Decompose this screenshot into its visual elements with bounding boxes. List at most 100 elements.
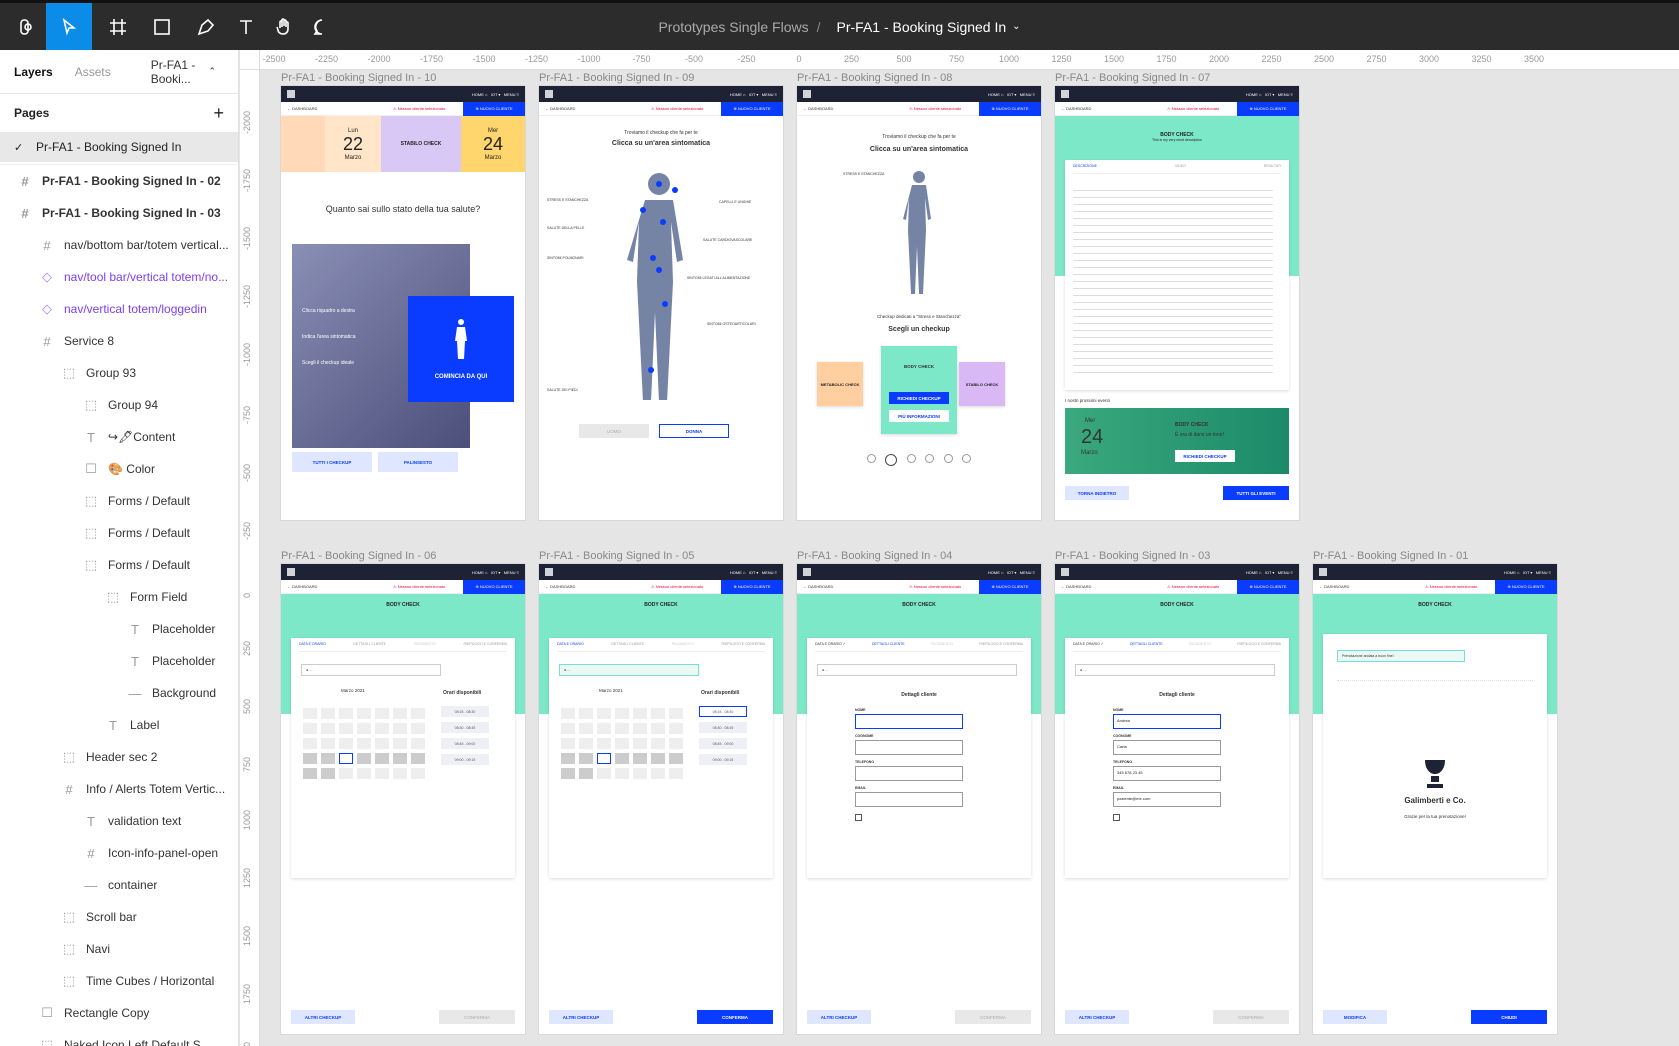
- area-joints[interactable]: SINTOMI OSTEOARTICOLARI: [707, 322, 756, 326]
- body-check-card[interactable]: BODY CHECK RICHIEDI CHECKUP PIÙ INFORMAZ…: [881, 346, 957, 434]
- time-slot[interactable]: 08:45 - 09:00: [699, 738, 747, 749]
- calendar-day[interactable]: [321, 738, 335, 749]
- frame-booking-06[interactable]: HOME ⌂ IOT ▾ MENU ≡ ← DASHBOARD⚠ Nessun …: [281, 564, 525, 1034]
- calendar-day[interactable]: [579, 723, 593, 734]
- calendar-day[interactable]: [615, 738, 629, 749]
- layer-item[interactable]: ⬚Form Field: [0, 581, 238, 613]
- layer-item[interactable]: —Background: [0, 677, 238, 709]
- calendar-day[interactable]: [303, 753, 317, 764]
- calendar-day[interactable]: [393, 768, 407, 779]
- time-slot[interactable]: 08:30 - 08:45: [699, 722, 747, 733]
- frame-label-07[interactable]: Pr-FA1 - Booking Signed In - 07: [1055, 72, 1211, 84]
- layer-item[interactable]: ◇nav/vertical totem/loggedin: [0, 293, 238, 325]
- selected-area-tag[interactable]: STRESS E STANCHEZZA: [843, 172, 885, 176]
- calendar-day[interactable]: [597, 723, 611, 734]
- other-checkups-button[interactable]: ALTRI CHECKUP: [549, 1010, 613, 1024]
- calendar-day[interactable]: [393, 723, 407, 734]
- calendar-day[interactable]: [579, 708, 593, 719]
- calendar-day[interactable]: [375, 723, 389, 734]
- calendar-day[interactable]: [633, 753, 647, 764]
- breadcrumb-project[interactable]: Prototypes Single Flows: [658, 18, 809, 35]
- calendar-day[interactable]: [339, 738, 353, 749]
- frame-label-01[interactable]: Pr-FA1 - Booking Signed In - 01: [1313, 550, 1469, 562]
- area-hair[interactable]: CAPELLI E UNGHIE: [719, 200, 752, 204]
- layer-item[interactable]: ⬚Group 94: [0, 389, 238, 421]
- calendar-day[interactable]: [357, 753, 371, 764]
- event-request-button[interactable]: RICHIEDI CHECKUP: [1175, 450, 1235, 462]
- frame-label-10[interactable]: Pr-FA1 - Booking Signed In - 10: [281, 72, 437, 84]
- close-button[interactable]: CHIUDI: [1471, 1010, 1547, 1024]
- frame-booking-07[interactable]: HOME ⌂ IOT ▾ MENU ≡ ← DASHBOARD⚠ Nessun …: [1055, 86, 1299, 520]
- calendar-day[interactable]: [321, 723, 335, 734]
- edit-button[interactable]: MODIFICA: [1323, 1010, 1387, 1024]
- phone-input[interactable]: [855, 766, 963, 781]
- other-checkups-button[interactable]: ALTRI CHECKUP: [807, 1010, 871, 1024]
- calendar-day[interactable]: [321, 708, 335, 719]
- calendar-day[interactable]: [321, 768, 335, 779]
- frame-booking-05[interactable]: HOME ⌂ IOT ▾ MENU ≡ ← DASHBOARD⚠ Nessun …: [539, 564, 783, 1034]
- area-feet[interactable]: SALUTE DEI PIEDI: [547, 388, 578, 392]
- calendar-day[interactable]: [579, 768, 593, 779]
- calendar-day[interactable]: [561, 738, 575, 749]
- male-toggle[interactable]: UOMO: [579, 424, 649, 438]
- time-slot[interactable]: 09:00 - 09:15: [699, 754, 747, 765]
- frame-booking-04[interactable]: HOME ⌂ IOT ▾ MENU ≡ ← DASHBOARD⚠ Nessun …: [797, 564, 1041, 1034]
- calendar-day[interactable]: [597, 738, 611, 749]
- tab-assets[interactable]: Assets: [74, 64, 111, 79]
- calendar-day[interactable]: [375, 768, 389, 779]
- hand-tool-button[interactable]: [266, 3, 302, 50]
- name-input[interactable]: [855, 714, 963, 729]
- calendar-day[interactable]: [375, 738, 389, 749]
- calendar-day[interactable]: [321, 753, 335, 764]
- calendar-day[interactable]: [357, 723, 371, 734]
- calendar-day[interactable]: [375, 753, 389, 764]
- time-slot-selected[interactable]: 08:15 - 08:30: [699, 706, 747, 717]
- time-slot[interactable]: 09:00 - 09:15: [441, 754, 489, 765]
- back-button[interactable]: TORNA INDIETRO: [1065, 486, 1129, 500]
- layer-item[interactable]: #Service 8: [0, 325, 238, 357]
- layer-item[interactable]: ⬚Scroll bar: [0, 901, 238, 933]
- tab-layers[interactable]: Layers: [14, 64, 53, 79]
- calendar-day[interactable]: [615, 723, 629, 734]
- calendar-day[interactable]: [561, 753, 575, 764]
- calendar-day[interactable]: [375, 708, 389, 719]
- calendar-grid[interactable]: [561, 708, 683, 779]
- carousel-dots[interactable]: [867, 454, 971, 466]
- calendar-day[interactable]: [597, 708, 611, 719]
- confirm-button-disabled[interactable]: CONFERMA: [439, 1010, 515, 1024]
- calendar-day[interactable]: [339, 723, 353, 734]
- confirm-button-disabled[interactable]: CONFERMA: [1213, 1010, 1289, 1024]
- design-canvas[interactable]: -2500-2250-2000-1750-1500-1250-1000-750-…: [240, 50, 1679, 1046]
- promo-card-title[interactable]: STABILO CHECK: [381, 116, 461, 172]
- layer-item[interactable]: ⬚Header sec 2: [0, 741, 238, 773]
- calendar-day[interactable]: [579, 753, 593, 764]
- frame-label-03[interactable]: Pr-FA1 - Booking Signed In - 03: [1055, 550, 1211, 562]
- time-slots[interactable]: 08:15 - 08:30 08:30 - 08:45 08:45 - 09:0…: [699, 706, 747, 770]
- metabolic-check-card[interactable]: METABOLIC CHECK: [817, 362, 863, 406]
- layer-item[interactable]: ☐🎨 Color: [0, 453, 238, 485]
- frame-tool-button[interactable]: [98, 3, 138, 50]
- request-checkup-button[interactable]: RICHIEDI CHECKUP: [889, 392, 949, 404]
- calendar-day[interactable]: [561, 708, 575, 719]
- calendar-day[interactable]: [651, 723, 665, 734]
- calendar-grid[interactable]: [303, 708, 425, 779]
- tab-description[interactable]: DESCRIZIONE: [1073, 164, 1097, 168]
- calendar-day[interactable]: [303, 723, 317, 734]
- frame-label-05[interactable]: Pr-FA1 - Booking Signed In - 05: [539, 550, 695, 562]
- layer-item[interactable]: #Pr-FA1 - Booking Signed In - 02: [0, 165, 238, 197]
- calendar-day[interactable]: [393, 738, 407, 749]
- area-stress[interactable]: STRESS E STANCHEZZA: [547, 198, 589, 202]
- frame-booking-09[interactable]: HOME ⌂ IOT ▾ MENU ≡ ← DASHBOARD⚠ Nessun …: [539, 86, 783, 520]
- other-checkups-button[interactable]: ALTRI CHECKUP: [291, 1010, 355, 1024]
- calendar-day[interactable]: [651, 768, 665, 779]
- phone-input[interactable]: 345 678 23 45: [1113, 766, 1221, 781]
- frame-booking-01[interactable]: HOME ⌂ IOT ▾ MENU ≡ ← DASHBOARD⚠ Nessun …: [1313, 564, 1557, 1034]
- calendar-day[interactable]: [339, 768, 353, 779]
- text-tool-button[interactable]: [228, 3, 264, 50]
- breadcrumb-current-page[interactable]: Pr-FA1 - Booking Signed In: [836, 18, 1007, 35]
- layer-item[interactable]: ⬚Forms / Default: [0, 517, 238, 549]
- frame-booking-08[interactable]: HOME ⌂ IOT ▾ MENU ≡ ← DASHBOARD⚠ Nessun …: [797, 86, 1041, 520]
- female-toggle[interactable]: DONNA: [659, 424, 729, 438]
